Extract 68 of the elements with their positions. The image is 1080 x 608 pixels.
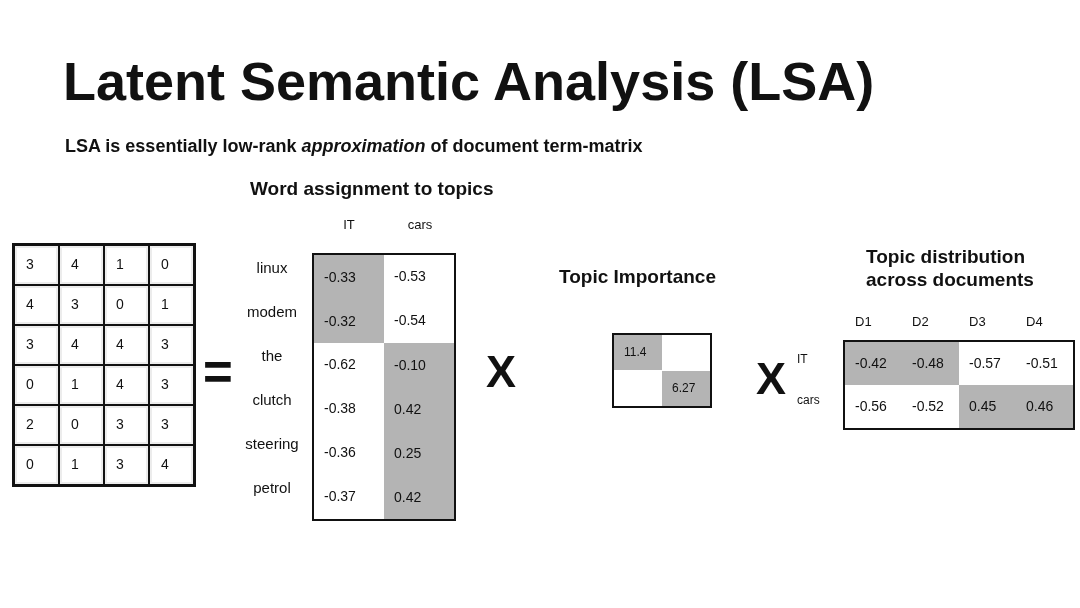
matrix-value: -0.54 xyxy=(394,312,426,329)
matrix-cell: 3 xyxy=(104,405,149,445)
matrix-cell: 3 xyxy=(14,245,59,285)
highlighted-cell: 0.45 xyxy=(959,385,1016,428)
matrix-value: -0.38 xyxy=(324,400,356,417)
row-label: the xyxy=(261,347,283,365)
row-label: clutch xyxy=(252,391,292,409)
row-label: steering xyxy=(245,435,299,453)
matrix-cell: 0 xyxy=(14,445,59,485)
matrix-cell: 4 xyxy=(14,285,59,325)
matrix-cell: 1 xyxy=(59,365,104,405)
matrix-cell: 3 xyxy=(59,285,104,325)
highlighted-cell: -0.42 xyxy=(845,342,902,385)
matrix-cell: 3 xyxy=(14,325,59,365)
section-heading: Word assignment to topics xyxy=(250,178,494,200)
slide-title: Latent Semantic Analysis (LSA) xyxy=(63,50,875,113)
matrix-cell: 3 xyxy=(104,445,149,485)
matrix-value: -0.36 xyxy=(324,444,356,461)
highlighted-cell: 0.42 xyxy=(384,475,454,519)
column-header: D1 xyxy=(855,315,872,330)
section-heading: Topic distribution across documents xyxy=(866,246,1035,292)
matrix-cell: 4 xyxy=(104,365,149,405)
row-label: petrol xyxy=(253,479,291,497)
matrix-cell: 0 xyxy=(104,285,149,325)
matrix-cell: 3 xyxy=(149,365,194,405)
highlighted-cell: 0.25 xyxy=(384,431,454,475)
matrix-cell: 3 xyxy=(149,405,194,445)
matrix-cell: 0 xyxy=(59,405,104,445)
matrix-value: -0.62 xyxy=(324,356,356,373)
highlighted-cell: -0.48 xyxy=(902,342,959,385)
column-header: D3 xyxy=(969,315,986,330)
column-header: IT xyxy=(343,218,355,233)
highlighted-cell: 11.4 xyxy=(614,335,662,370)
equals-sign: = xyxy=(203,347,233,398)
matrix-cell: 1 xyxy=(149,285,194,325)
subtitle: LSA is essentially low-rank approximation of document term-matrix xyxy=(65,136,643,157)
matrix-cell: 0 xyxy=(14,365,59,405)
highlighted-cell: -0.32 xyxy=(314,299,384,343)
matrix-cell: 3 xyxy=(149,325,194,365)
matrix-value: -0.37 xyxy=(324,488,356,505)
matrix-cell: 1 xyxy=(59,445,104,485)
highlighted-cell: -0.33 xyxy=(314,255,384,299)
matrix-cell: 1 xyxy=(104,245,149,285)
matrix-value: -0.52 xyxy=(912,398,944,415)
row-label: IT xyxy=(797,353,808,367)
matrix-value: -0.57 xyxy=(969,355,1001,372)
highlighted-cell: 0.42 xyxy=(384,387,454,431)
matrix-value: -0.53 xyxy=(394,268,426,285)
section-heading: Topic Importance xyxy=(559,266,716,288)
matrix-cell: 4 xyxy=(149,445,194,485)
row-label: linux xyxy=(256,259,288,277)
matrix-cell: 4 xyxy=(59,245,104,285)
multiply-sign: X xyxy=(756,356,786,401)
matrix-cell: 4 xyxy=(104,325,149,365)
highlighted-cell: 0.46 xyxy=(1016,385,1073,428)
matrix-value: -0.56 xyxy=(855,398,887,415)
matrix-cell: 0 xyxy=(149,245,194,285)
row-label: cars xyxy=(797,394,820,408)
matrix-value: -0.51 xyxy=(1026,355,1058,372)
highlighted-cell: -0.10 xyxy=(384,343,454,387)
multiply-sign: X xyxy=(486,349,516,394)
row-label: modem xyxy=(247,303,297,321)
matrix-cell: 2 xyxy=(14,405,59,445)
column-header: cars xyxy=(407,218,433,233)
matrix-cell: 4 xyxy=(59,325,104,365)
highlighted-cell: 6.27 xyxy=(662,371,710,406)
column-header: D4 xyxy=(1026,315,1043,330)
column-header: D2 xyxy=(912,315,929,330)
